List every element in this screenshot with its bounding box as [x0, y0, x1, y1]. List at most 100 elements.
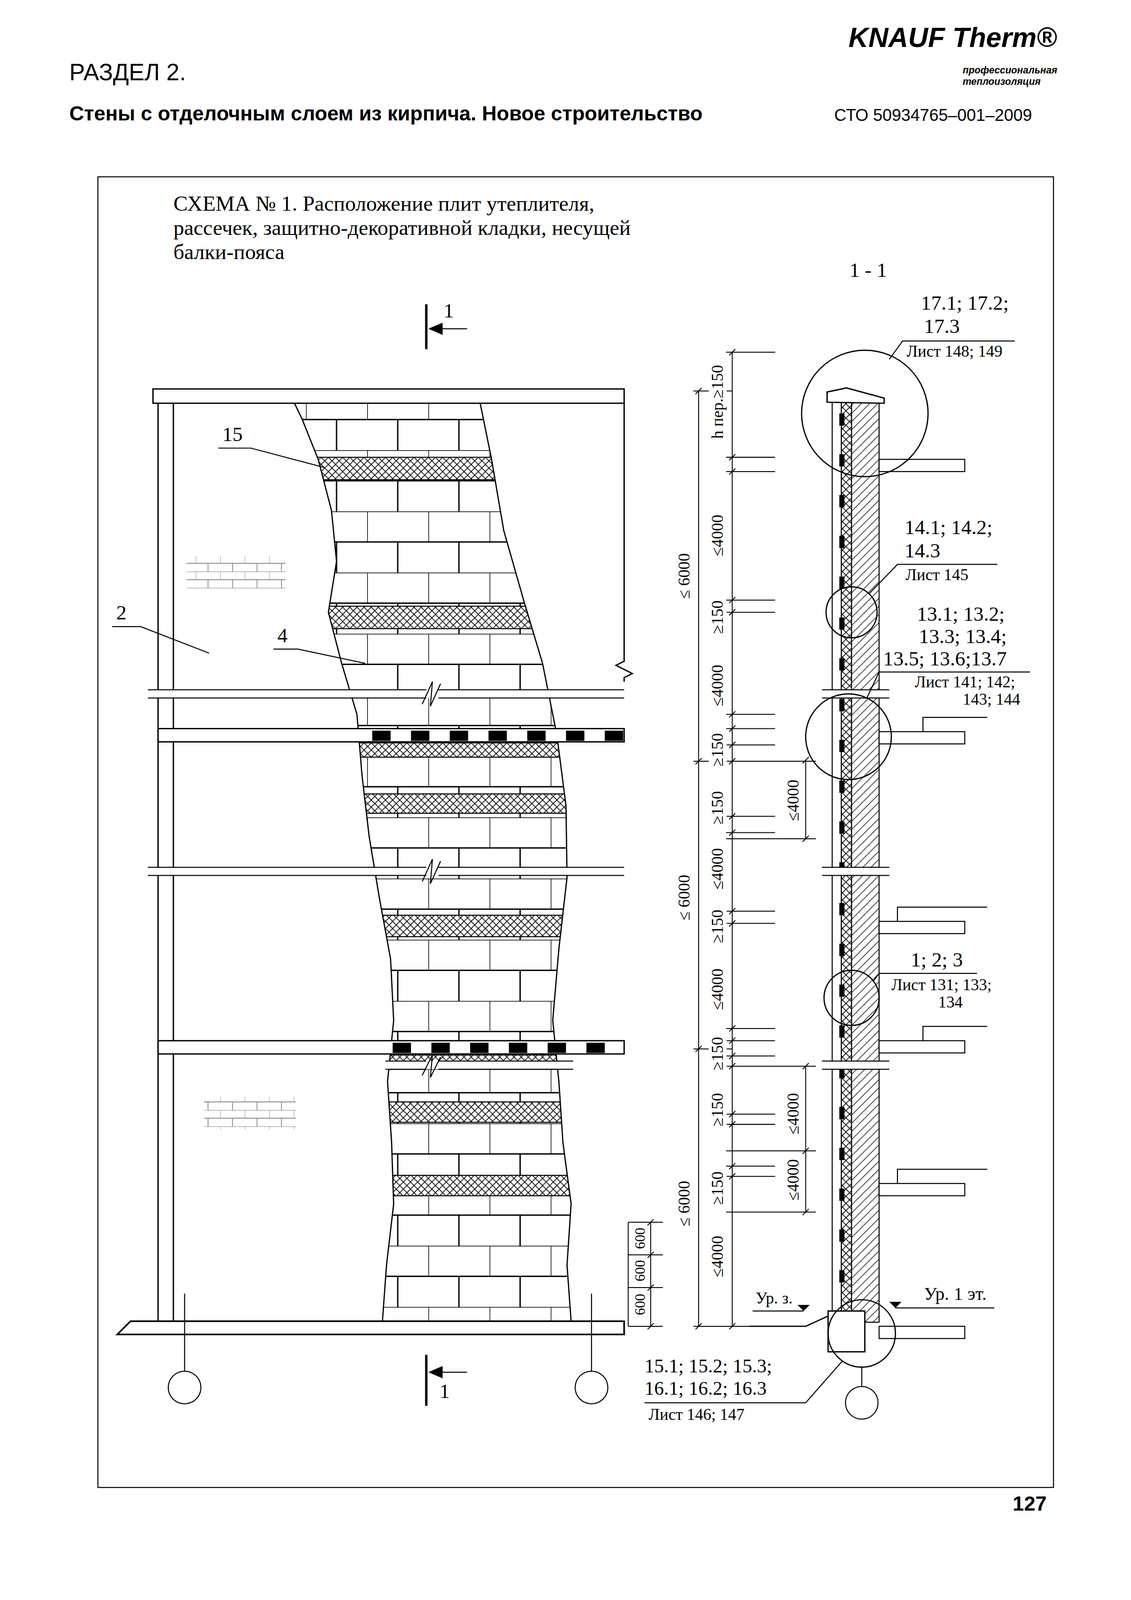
insulation-band [254, 457, 613, 480]
detail-circle [825, 586, 877, 639]
break-gap [147, 867, 624, 876]
insulation-band [254, 606, 613, 629]
brick-masonry [254, 389, 613, 1322]
roof-slab [152, 389, 624, 404]
leader-line [868, 564, 998, 594]
header-text: Стены с отделочным слоем из кирпича. Нов… [69, 102, 703, 125]
detail-reference: 17.3 [923, 315, 960, 338]
beam-ends [372, 730, 623, 1054]
dimension-text: ≤ 6000 [675, 1180, 694, 1227]
dimension-text: ≤ 6000 [675, 553, 694, 599]
insulation-band [254, 457, 613, 1196]
callout-number: 2 [116, 601, 127, 624]
leader-line [112, 626, 209, 654]
dimension-text: ≥150 [709, 1171, 727, 1205]
leader-lines [112, 447, 366, 664]
foundation [828, 1310, 866, 1352]
brick-fill [254, 389, 613, 1322]
slab [879, 731, 965, 744]
beam-end [527, 730, 546, 741]
level-mark: Ур. з. [755, 1289, 793, 1308]
beam-end [508, 1042, 528, 1053]
section-arrow [438, 328, 468, 330]
frame-structure [117, 389, 633, 1335]
beam-end [565, 730, 585, 741]
floor-slab [158, 1040, 625, 1054]
section-mark: 1 - 1 [849, 259, 888, 282]
dimension-text: ≤4000 [709, 514, 727, 556]
break-gap [821, 867, 890, 876]
slab [879, 1040, 965, 1054]
axis-bubble [845, 1386, 879, 1420]
beam-end [488, 730, 507, 741]
header-text: СТО 50934765–001–2009 [834, 106, 1033, 125]
slab [879, 1326, 965, 1339]
dimension-text: ≤4000 [784, 1092, 803, 1135]
detail-reference: 14.1; 14.2; [904, 516, 993, 539]
dimension-text: 600 [632, 1227, 649, 1249]
dimension-text: ≥150 [709, 790, 727, 825]
header-text: РАЗДЕЛ 2. [69, 59, 187, 86]
axis-markers [168, 1293, 878, 1419]
beam-end [604, 730, 623, 741]
header-text: 127 [1012, 1492, 1048, 1515]
insulation-layer [841, 399, 852, 1323]
beam-end [547, 1042, 566, 1053]
detail-circles [801, 350, 929, 1368]
detail-circle [824, 970, 880, 1026]
dimension-ticks [647, 1219, 654, 1330]
section-line [425, 1354, 428, 1406]
detail-reference: 13.1; 13.2; [916, 602, 1005, 626]
break-line [147, 681, 624, 707]
section-arrowhead [428, 322, 443, 335]
dimension-line [805, 760, 807, 1213]
dimension-text: ≤4000 [709, 1235, 727, 1277]
insulation-band [254, 793, 613, 814]
dimension-line [628, 1222, 664, 1327]
beam-end [586, 1042, 605, 1053]
header-text: KNAUF Therm® [848, 22, 1058, 53]
dimension-line [731, 352, 733, 1327]
detail-reference: Лист 145 [905, 565, 969, 584]
break-line [821, 1060, 890, 1069]
dimension-text: ≥150 [709, 1036, 727, 1070]
dimension-text: ≤4000 [709, 664, 727, 706]
insulation-band [254, 1054, 613, 1069]
detail-reference: 13.5; 13.6;13.7 [883, 647, 1007, 670]
detail-reference: Лист 141; 142; [914, 673, 1016, 691]
break-line [821, 867, 890, 876]
leader-line [218, 447, 325, 467]
break-line [147, 859, 624, 884]
level-pointer [897, 717, 988, 1184]
level-mark: Ур. 1 эт. [923, 1283, 987, 1304]
break-gap [147, 689, 624, 698]
floor-slab [158, 728, 625, 742]
brick-symbol [203, 1096, 296, 1130]
cutout-outline [287, 389, 572, 1322]
dimension-text: ≤ 6000 [675, 874, 694, 921]
detail-reference: Лист 131; 133; [891, 975, 992, 994]
bearing-wall [851, 399, 879, 1323]
section-mark: 1 [439, 1380, 450, 1403]
slab [879, 459, 965, 472]
insulation-band [254, 915, 613, 937]
beam-end [431, 1042, 450, 1053]
detail-reference: 134 [938, 993, 963, 1012]
callout-number: 4 [277, 624, 288, 647]
dimension-text: ≤4000 [784, 779, 803, 822]
break-lines [147, 681, 624, 1078]
dimension-text: ≥150 [709, 909, 727, 943]
section-arrow [438, 1371, 468, 1373]
beam-end [410, 730, 430, 741]
leader-line [273, 648, 365, 664]
drawing-title: СХЕМА № 1. Расположение плит утеплителя,… [173, 191, 653, 264]
dimension-ticks [695, 388, 702, 1330]
section-arrowhead [428, 1365, 443, 1379]
brick-symbol [186, 556, 286, 590]
dimension-text: ≤4000 [709, 848, 727, 890]
detail-reference: 16.1; 16.2; 16.3 [644, 1377, 767, 1400]
section-mark [426, 304, 467, 1406]
slab [879, 921, 965, 934]
detail-reference: Лист 148; 149 [906, 342, 1003, 361]
dimension-ticks [802, 757, 809, 1215]
